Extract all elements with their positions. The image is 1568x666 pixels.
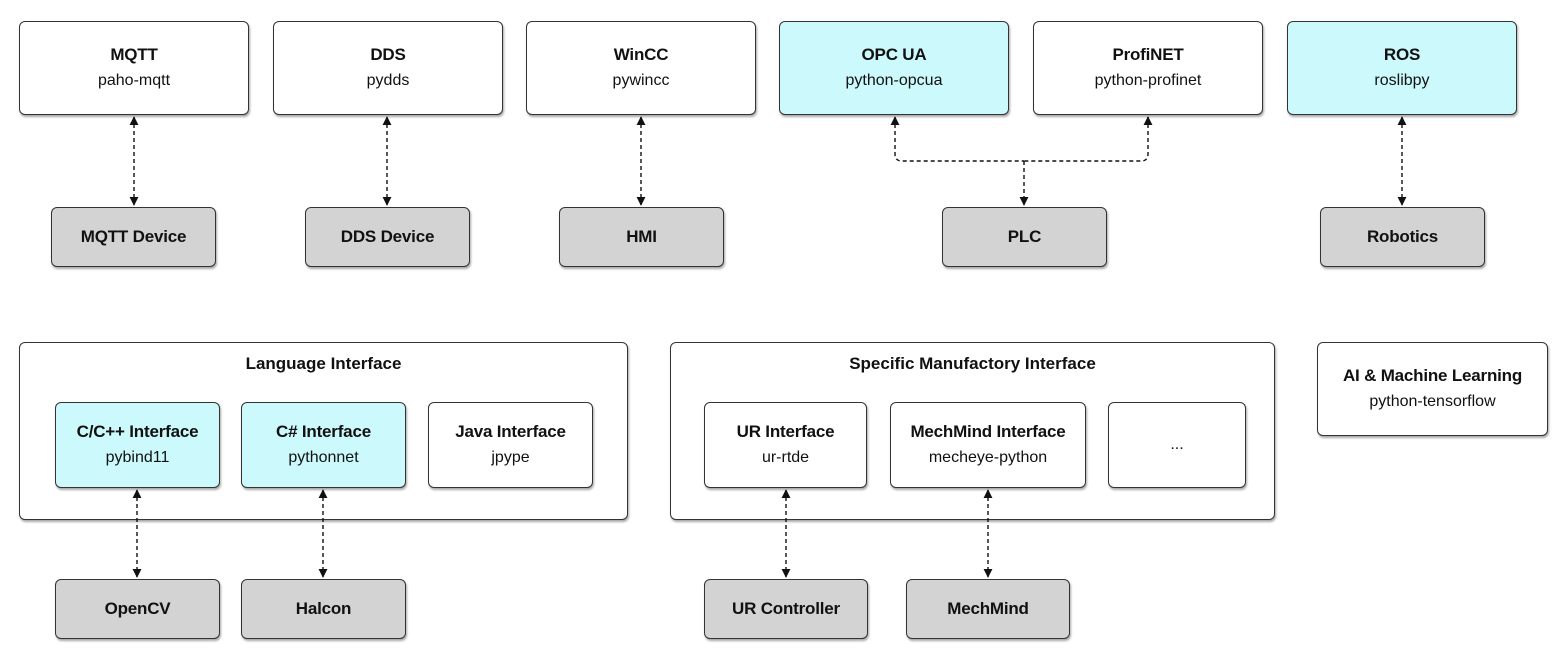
mqtt-box: MQTT paho-mqtt [19,21,249,115]
dds-device-label: DDS Device [340,227,435,246]
plc-label: PLC [1007,227,1042,246]
wincc-lib: pywincc [612,72,670,89]
ur-interface-box: UR Interface ur-rtde [704,402,867,488]
opcua-lib: python-opcua [845,72,943,89]
mechmind-label: MechMind [947,599,1029,618]
hmi-label: HMI [626,227,657,246]
mqtt-title: MQTT [110,45,158,64]
plc-box: PLC [942,207,1107,267]
mqtt-lib: paho-mqtt [97,72,171,89]
ros-lib: roslibpy [1374,72,1430,89]
mechmind-interface-title: MechMind Interface [910,422,1066,441]
ur-controller-box: UR Controller [704,579,868,639]
more-interfaces-box: ... [1108,402,1246,488]
mechmind-box: MechMind [906,579,1070,639]
wincc-box: WinCC pywincc [526,21,756,115]
ai-ml-box: AI & Machine Learning python-tensorflow [1317,342,1548,436]
java-interface-box: Java Interface jpype [428,402,593,488]
ur-controller-label: UR Controller [732,599,840,618]
mechmind-interface-lib: mecheye-python [928,449,1048,466]
opcua-plc-link [890,116,1024,162]
opcua-title: OPC UA [861,45,927,64]
csharp-interface-box: C# Interface pythonnet [241,402,406,488]
cpp-interface-title: C/C++ Interface [76,422,199,441]
hmi-box: HMI [559,207,724,267]
ai-ml-title: AI & Machine Learning [1342,366,1523,385]
profinet-lib: python-profinet [1094,72,1202,89]
more-interfaces-label: ... [1170,436,1184,453]
halcon-box: Halcon [241,579,406,639]
profinet-title: ProfiNET [1112,45,1184,64]
ros-box: ROS roslibpy [1287,21,1517,115]
profinet-plc-link [1024,117,1149,162]
robotics-box: Robotics [1320,207,1485,267]
wincc-title: WinCC [613,45,669,64]
dds-box: DDS pydds [273,21,503,115]
dds-lib: pydds [366,72,410,89]
ros-title: ROS [1383,45,1421,64]
ur-interface-title: UR Interface [736,422,835,441]
profinet-box: ProfiNET python-profinet [1033,21,1263,115]
java-interface-title: Java Interface [455,422,566,441]
java-interface-lib: jpype [491,449,530,466]
language-interface-title: Language Interface [245,354,402,373]
dds-device-box: DDS Device [305,207,470,267]
mechmind-interface-box: MechMind Interface mecheye-python [890,402,1086,488]
ai-ml-lib: python-tensorflow [1369,393,1496,410]
dds-title: DDS [370,45,406,64]
opcua-box: OPC UA python-opcua [779,21,1009,115]
manufactory-interface-title: Specific Manufactory Interface [849,354,1096,373]
opencv-label: OpenCV [104,599,171,618]
mqtt-device-label: MQTT Device [80,227,187,246]
ur-interface-lib: ur-rtde [761,449,810,466]
halcon-label: Halcon [295,599,352,618]
opencv-box: OpenCV [55,579,220,639]
cpp-interface-box: C/C++ Interface pybind11 [55,402,220,488]
csharp-interface-lib: pythonnet [288,449,359,466]
robotics-label: Robotics [1366,227,1439,246]
cpp-interface-lib: pybind11 [105,449,170,466]
mqtt-device-box: MQTT Device [51,207,216,267]
csharp-interface-title: C# Interface [276,422,371,441]
